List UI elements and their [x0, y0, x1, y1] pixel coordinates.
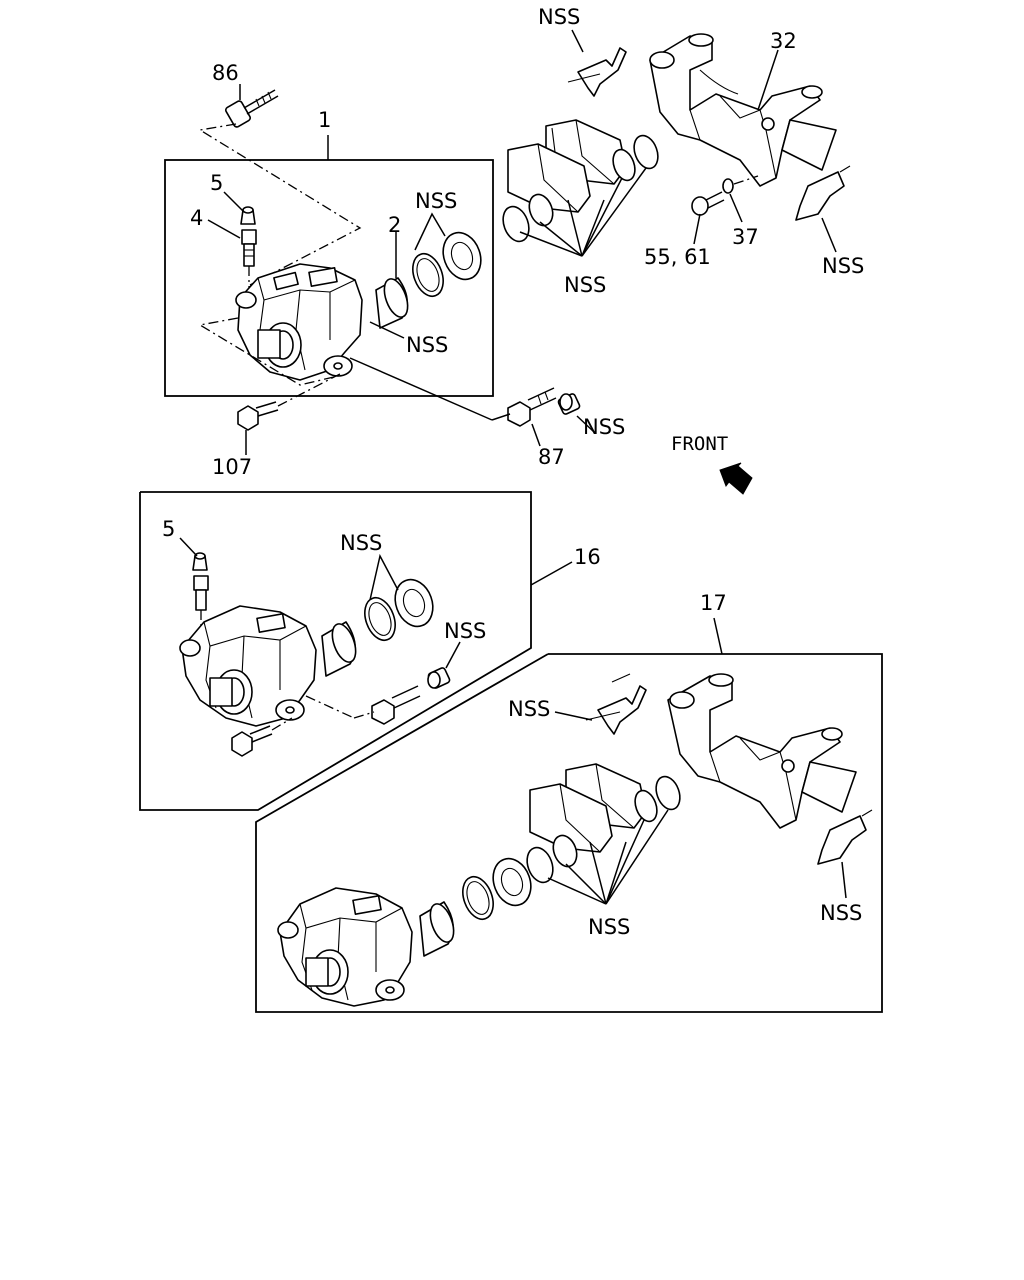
leader-86 [198, 123, 362, 286]
middle-assembly [139, 491, 573, 811]
bolt-mid-lower [231, 725, 273, 757]
label-nss-seal-top: NSS [415, 189, 457, 213]
label-nss-sleeve-top: NSS [583, 415, 625, 439]
label-16: 16 [574, 545, 601, 569]
label-nss-clip-top: NSS [538, 5, 580, 29]
brake-pads-bottom [529, 763, 647, 853]
guide-bolt-mid [371, 685, 421, 725]
label-nss-seal-mid: NSS [340, 531, 382, 555]
piston-bottom [419, 901, 455, 957]
label-17: 17 [700, 591, 727, 615]
pad-shim-bottom [817, 809, 873, 865]
guide-bolt-87 [507, 387, 557, 427]
label-nss-pads-bottom: NSS [588, 915, 630, 939]
piston-seal-mid [364, 596, 396, 642]
guide-sleeve-top [557, 393, 581, 415]
label-5-top: 5 [210, 171, 223, 195]
top-assembly [164, 29, 851, 495]
caliper-body-bottom [277, 887, 413, 1007]
callout-labels: 86 1 5 4 2 NSS NSS 107 87 NSS NSS 32 NSS… [162, 5, 864, 939]
bleeder-screw-mid [193, 575, 209, 611]
label-4: 4 [190, 206, 203, 230]
washer-37 [722, 178, 734, 194]
label-37: 37 [732, 225, 759, 249]
caliper-assembly-box-16 [139, 491, 532, 811]
support-bolt-55-61 [691, 191, 725, 216]
dust-boot-mid [394, 578, 434, 628]
front-arrow-icon [719, 462, 753, 495]
label-107: 107 [212, 455, 252, 479]
dust-boot-top [442, 231, 482, 281]
label-1: 1 [318, 108, 331, 132]
piston-2 [375, 277, 409, 329]
bleeder-cap-mid [192, 552, 208, 571]
label-nss-shim-top: NSS [822, 254, 864, 278]
bleeder-cap-5 [240, 206, 256, 225]
pad-shim-top [795, 165, 851, 221]
bottom-assembly [255, 617, 883, 1013]
caliper-support-bottom [667, 673, 857, 829]
label-86: 86 [212, 61, 239, 85]
label-87: 87 [538, 445, 565, 469]
piston-mid [321, 621, 357, 677]
label-nss-pads-top: NSS [564, 273, 606, 297]
label-5-mid: 5 [162, 517, 175, 541]
caliper-assembly-box-17 [255, 653, 883, 1013]
bolt-107 [237, 401, 279, 431]
caliper-assembly-box-1 [164, 159, 494, 397]
piston-seal-top [412, 252, 444, 298]
brake-pads-top [507, 119, 627, 213]
caliper-support-32 [649, 33, 837, 187]
caliper-body-mid [179, 605, 317, 727]
label-2: 2 [388, 213, 401, 237]
dust-boot-bottom [492, 857, 532, 907]
label-55-61: 55, 61 [644, 245, 711, 269]
label-nss-shim-bottom: NSS [820, 901, 862, 925]
bleeder-screw-4 [241, 229, 257, 267]
label-32: 32 [770, 29, 797, 53]
label-nss-caliper-top: NSS [406, 333, 448, 357]
bleeder-bolt-86 [225, 89, 279, 128]
piston-seal-bottom [462, 875, 494, 921]
label-front: FRONT [671, 433, 728, 455]
pad-clip-bottom [585, 673, 647, 735]
label-nss-clip-bottom: NSS [508, 697, 550, 721]
caliper-body-top [235, 263, 363, 381]
shim-rings-bottom [526, 775, 681, 884]
pad-clip-top [567, 47, 627, 97]
label-nss-sleeve-mid: NSS [444, 619, 486, 643]
guide-sleeve-mid [427, 667, 451, 689]
